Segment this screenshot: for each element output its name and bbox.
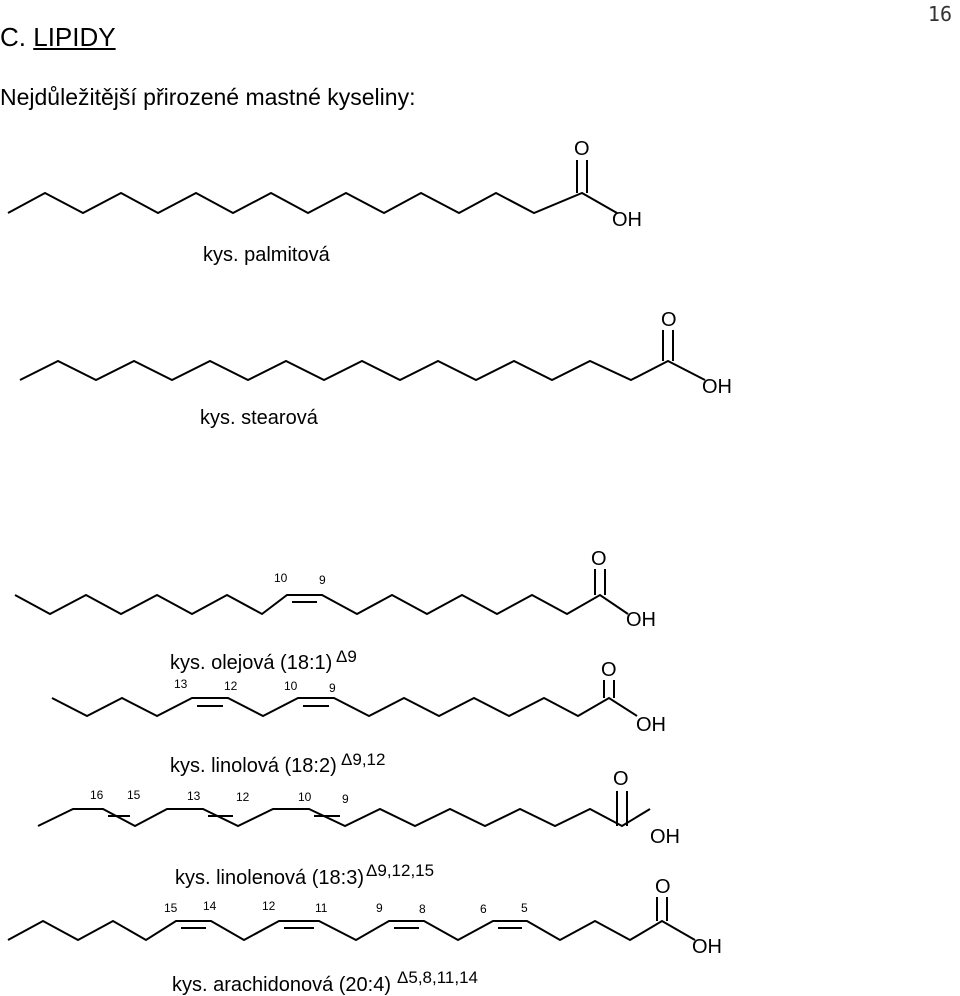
- structure-stearic: O OH kys. stearová: [19, 309, 732, 429]
- carbon-chain: [14, 593, 629, 616]
- delta-positions: 9,12,15: [377, 861, 434, 880]
- carbon-number: 16: [90, 788, 104, 802]
- oxygen-atom: O: [661, 309, 677, 331]
- delta-positions: 9: [347, 647, 356, 666]
- carbon-number: 9: [342, 792, 349, 806]
- structure-oleic: O OH 10 9 kys. olejová (18:1) Δ9: [14, 548, 656, 674]
- carbon-chain: [7, 919, 696, 942]
- section-heading: C. LIPIDY: [0, 22, 116, 53]
- delta-notation: Δ9: [336, 647, 357, 666]
- delta-positions: 5,8,11,14: [408, 968, 478, 987]
- hydroxyl-group: OH: [692, 936, 722, 958]
- carbon-number: 15: [164, 901, 178, 915]
- page-number: 16: [927, 2, 952, 26]
- acid-name: kys. palmitová: [203, 244, 331, 266]
- hydroxyl-group: OH: [626, 609, 656, 631]
- delta-symbol: Δ: [397, 968, 408, 987]
- structure-linoleic: O OH 13 12 10 9 kys. linolová (18:2) Δ9,…: [51, 659, 666, 777]
- structure-palmitic: O OH kys. palmitová: [7, 138, 642, 266]
- section-title: LIPIDY: [33, 22, 116, 52]
- acid-name: kys. linolová (18:2): [170, 755, 337, 777]
- delta-symbol: Δ: [336, 647, 347, 666]
- carbon-chain: [19, 359, 706, 382]
- section-prefix: C.: [0, 22, 26, 52]
- carbon-number: 13: [187, 789, 201, 803]
- structure-arachidonic: O OH 15 14 12 11 9 8 6 5 kys. arachidono…: [7, 876, 722, 996]
- oxygen-atom: O: [655, 876, 671, 898]
- carbon-chain: [37, 807, 651, 828]
- carbon-number: 15: [127, 788, 141, 802]
- carbon-number: 13: [174, 677, 188, 691]
- hydroxyl-group: OH: [636, 714, 666, 736]
- carbon-number: 9: [329, 681, 336, 695]
- delta-positions: 9,12: [352, 750, 385, 769]
- oxygen-atom: O: [574, 138, 590, 160]
- carbon-number: 10: [284, 679, 298, 693]
- acid-name: kys. olejová (18:1): [170, 652, 332, 674]
- carbon-number: 10: [274, 571, 288, 585]
- carbon-number: 5: [521, 901, 528, 915]
- acid-name: kys. linolenová (18:3): [175, 867, 364, 889]
- hydroxyl-group: OH: [650, 826, 680, 848]
- carbon-chain: [51, 696, 638, 718]
- page-subtitle: Nejdůležitější přirozené mastné kyseliny…: [0, 84, 416, 110]
- carbon-number: 6: [480, 902, 487, 916]
- delta-symbol: Δ: [366, 861, 377, 880]
- delta-notation: Δ9,12: [341, 750, 385, 769]
- carbon-number: 10: [298, 790, 312, 804]
- carbon-number: 14: [203, 899, 217, 913]
- acid-name: kys. arachidonová (20:4): [172, 974, 391, 996]
- carbon-number: 12: [224, 679, 238, 693]
- acid-name: kys. stearová: [200, 407, 319, 429]
- hydroxyl-group: OH: [612, 209, 642, 231]
- carbon-number: 12: [236, 790, 250, 804]
- oxygen-atom: O: [613, 768, 629, 790]
- carbon-number: 9: [376, 901, 383, 915]
- oxygen-atom: O: [601, 659, 617, 681]
- delta-symbol: Δ: [341, 750, 352, 769]
- carbon-chain: [7, 191, 618, 215]
- carbon-number: 11: [315, 901, 328, 915]
- structure-linolenic: O OH 16 15 13 12 10 9 kys. linolenová (1…: [37, 768, 680, 889]
- oxygen-atom: O: [591, 548, 607, 570]
- carbon-number: 8: [419, 902, 426, 916]
- delta-notation: Δ9,12,15: [366, 861, 434, 880]
- delta-notation: Δ5,8,11,14: [397, 968, 478, 987]
- carbon-number: 12: [262, 899, 276, 913]
- hydroxyl-group: OH: [702, 376, 732, 398]
- carbon-number: 9: [319, 573, 326, 587]
